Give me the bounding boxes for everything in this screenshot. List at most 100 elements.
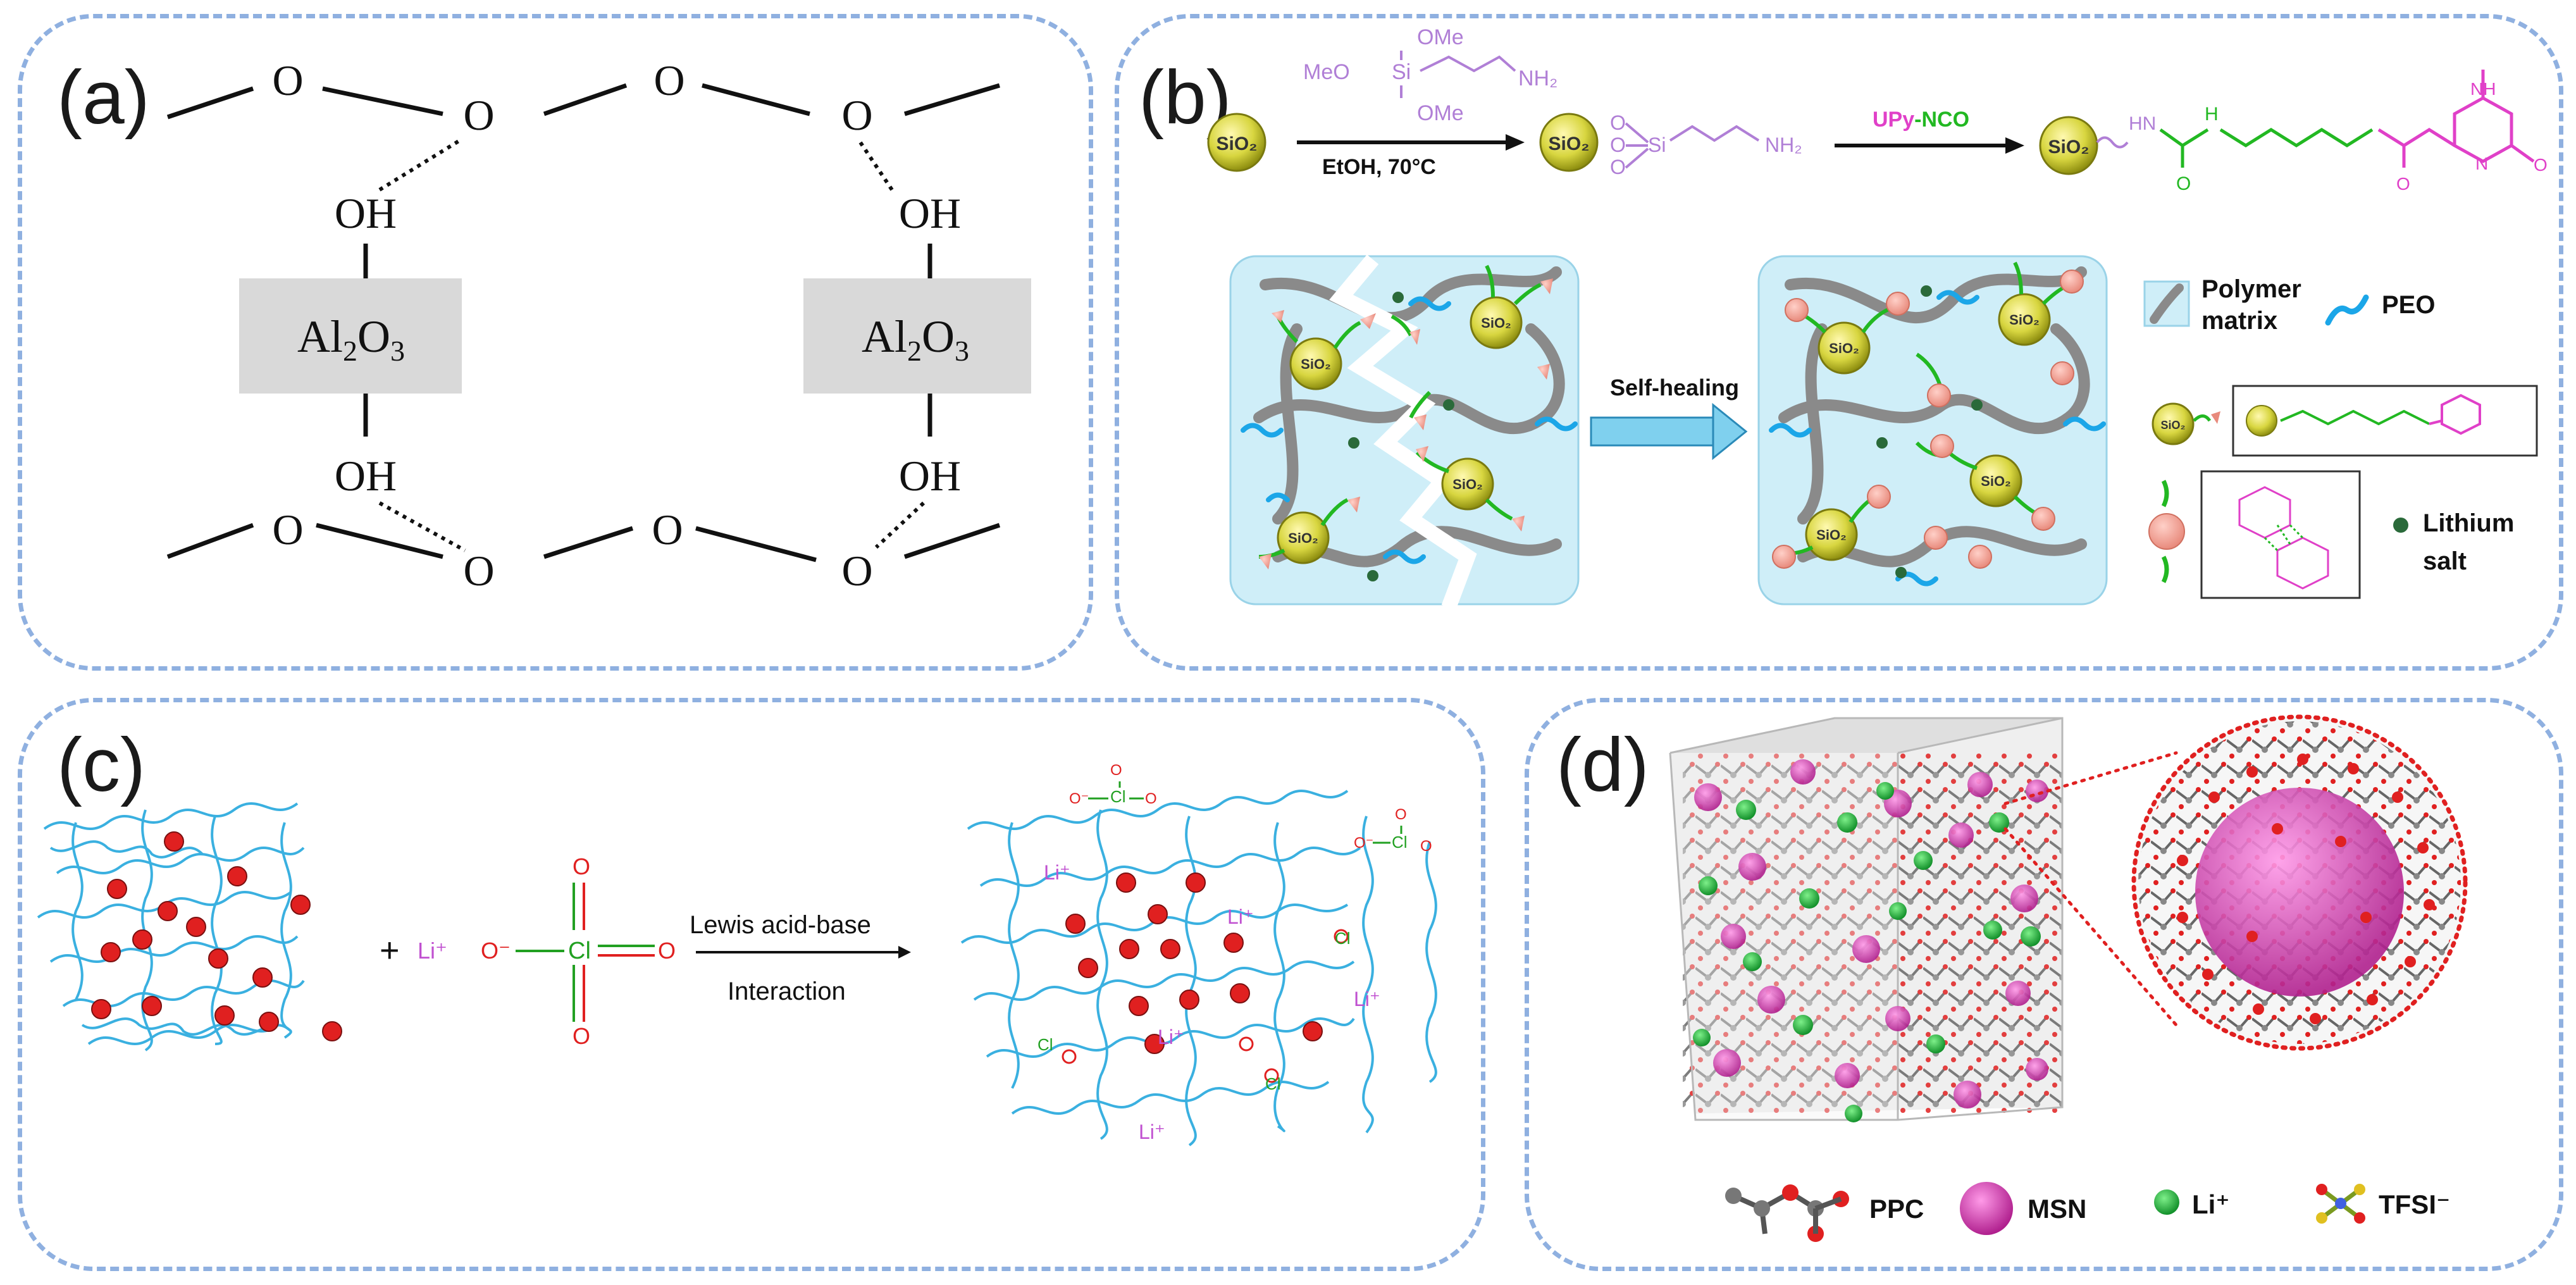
perchlorate-o-minus: O⁻ [481, 938, 511, 964]
product-o: O [2176, 173, 2191, 194]
sio2-label: SiO₂ [1816, 527, 1847, 543]
lithium-ion: Li⁺ [1044, 861, 1070, 884]
perchlorate-cl: Cl [1037, 1035, 1053, 1054]
self-healing-label: Self-healing [1610, 375, 1739, 400]
alumina-formula: Al2O3 [297, 311, 405, 367]
legend-ppc-molecule [1725, 1184, 1849, 1242]
legend-matrix-label: matrix [2201, 307, 2277, 335]
sio2-label: SiO₂ [1216, 133, 1257, 154]
legend-ppc-label: PPC [1869, 1194, 1924, 1224]
perchlorate-o: O [1110, 762, 1122, 779]
hydroxyl-label: OH [899, 452, 961, 500]
step1-condition: EtOH, 70°C [1322, 155, 1436, 179]
upy-nh: NH [2470, 79, 2496, 99]
perchlorate-cl: Cl [1110, 787, 1126, 806]
panel-c-label: (c) [57, 723, 146, 807]
perchlorate-o: O⁻ [1354, 835, 1373, 852]
sio2-label: SiO₂ [2048, 137, 2089, 158]
oxygen-atom: O [463, 91, 494, 139]
perchlorate-o: O [1420, 838, 1432, 855]
hydroxyl-label: OH [335, 452, 397, 500]
legend-peo-swatch [2325, 294, 2369, 326]
legend-lithium-label: Lithium [2423, 509, 2514, 537]
sio2-label: SiO₂ [1301, 356, 1331, 372]
surface-o: O [1610, 111, 1626, 134]
oxygen-atom: O [272, 56, 303, 104]
step2-reagent: UPy-NCO [1873, 108, 1969, 132]
perchlorate-anion: O⁻ Cl O O O [481, 854, 676, 1049]
legend-upy-dimer [2148, 470, 2361, 599]
upy-o: O [2534, 155, 2548, 175]
perchlorate-cl: Cl [568, 938, 591, 964]
oxygen-atom: O [652, 506, 683, 554]
reagent-ome-top: OMe [1417, 25, 1464, 49]
legend-msn-label: MSN [2028, 1194, 2086, 1224]
legend-msn-swatch [1960, 1182, 2013, 1235]
surface-o: O [1610, 133, 1626, 156]
perchlorate-cl: Cl [1392, 833, 1408, 852]
msn-particles [1694, 759, 2048, 1108]
polymer-chains-right [960, 790, 1437, 1146]
sio2-label: SiO₂ [1481, 315, 1511, 331]
self-healing-arrow [1590, 402, 1748, 461]
hydroxyl-label: OH [899, 189, 961, 237]
legend-peo-label: PEO [2382, 291, 2435, 319]
sio2-particle [2039, 116, 2098, 175]
oxygen-atoms-right [1065, 872, 1323, 1054]
oxygen-atom: O [841, 91, 872, 139]
legend-tfsi-label: TFSI⁻ [2379, 1189, 2450, 1219]
product-hn: HN [2129, 113, 2156, 134]
sio2-label: SiO₂ [1288, 530, 1318, 546]
legend-polymer-label: Polymer [2201, 275, 2301, 303]
upy-n: N [2475, 154, 2488, 173]
panel-a-label: (a) [57, 55, 150, 140]
oxygen-atom: O [653, 56, 684, 104]
sio2-label: SiO₂ [2009, 312, 2040, 328]
legend-tfsi-molecule [2316, 1184, 2365, 1224]
lithium-ion: Li⁺ [1354, 988, 1380, 1010]
sio2-label: SiO₂ [2160, 419, 2185, 431]
panel-d-label: (d) [1556, 723, 1649, 807]
sio2-particle [1207, 113, 1266, 172]
reagent-meo: MeO [1303, 60, 1350, 84]
oxygen-atom: O [841, 547, 872, 595]
hydroxyl-label: OH [335, 189, 397, 237]
product-nh: H [2205, 104, 2219, 125]
crack [1329, 254, 1477, 611]
arrow-label-top: Lewis acid-base [690, 911, 871, 939]
plus-sign: + [380, 931, 400, 969]
perchlorate-cl: Cl [1335, 929, 1351, 948]
lithium-ion: Li⁺ [1139, 1120, 1165, 1143]
legend-functionalized-sio2: SiO₂ [2152, 385, 2538, 457]
alumina-box-left [239, 278, 462, 394]
lithium-ion: Li⁺ [1158, 1026, 1184, 1048]
perchlorate-cl: Cl [1265, 1074, 1281, 1093]
oxygen-atoms-left [91, 831, 342, 1041]
lithium-ion: Li⁺ [418, 938, 447, 964]
reagent-ome-bottom: OMe [1417, 101, 1464, 125]
grafted-nh2: NH₂ [1765, 133, 1802, 156]
sio2-label: SiO₂ [1548, 133, 1589, 154]
alumina-formula: Al2O3 [862, 311, 969, 367]
perchlorate-o: O [1145, 790, 1157, 807]
sio2-particle [1805, 293, 2051, 561]
sio2-particle [1277, 296, 1523, 564]
lithium-ion: Li⁺ [1227, 905, 1254, 928]
perchlorate-o: O⁻ [1069, 790, 1089, 807]
reagent-si: Si [1392, 60, 1411, 84]
legend-li-label: Li⁺ [2192, 1189, 2230, 1219]
sio2-label: SiO₂ [1829, 340, 1859, 356]
legend-salt-label: salt [2423, 547, 2467, 575]
perchlorate-o: O [573, 1023, 590, 1049]
sio2-label: SiO₂ [1452, 476, 1483, 492]
sio2-particle [1539, 113, 1599, 172]
alumina-box-right [803, 278, 1031, 394]
oxygen-atom: O [272, 506, 303, 554]
arrow-label-bottom: Interaction [728, 978, 846, 1005]
li-ions [1693, 782, 2041, 1122]
sio2-label: SiO₂ [1981, 473, 2011, 489]
